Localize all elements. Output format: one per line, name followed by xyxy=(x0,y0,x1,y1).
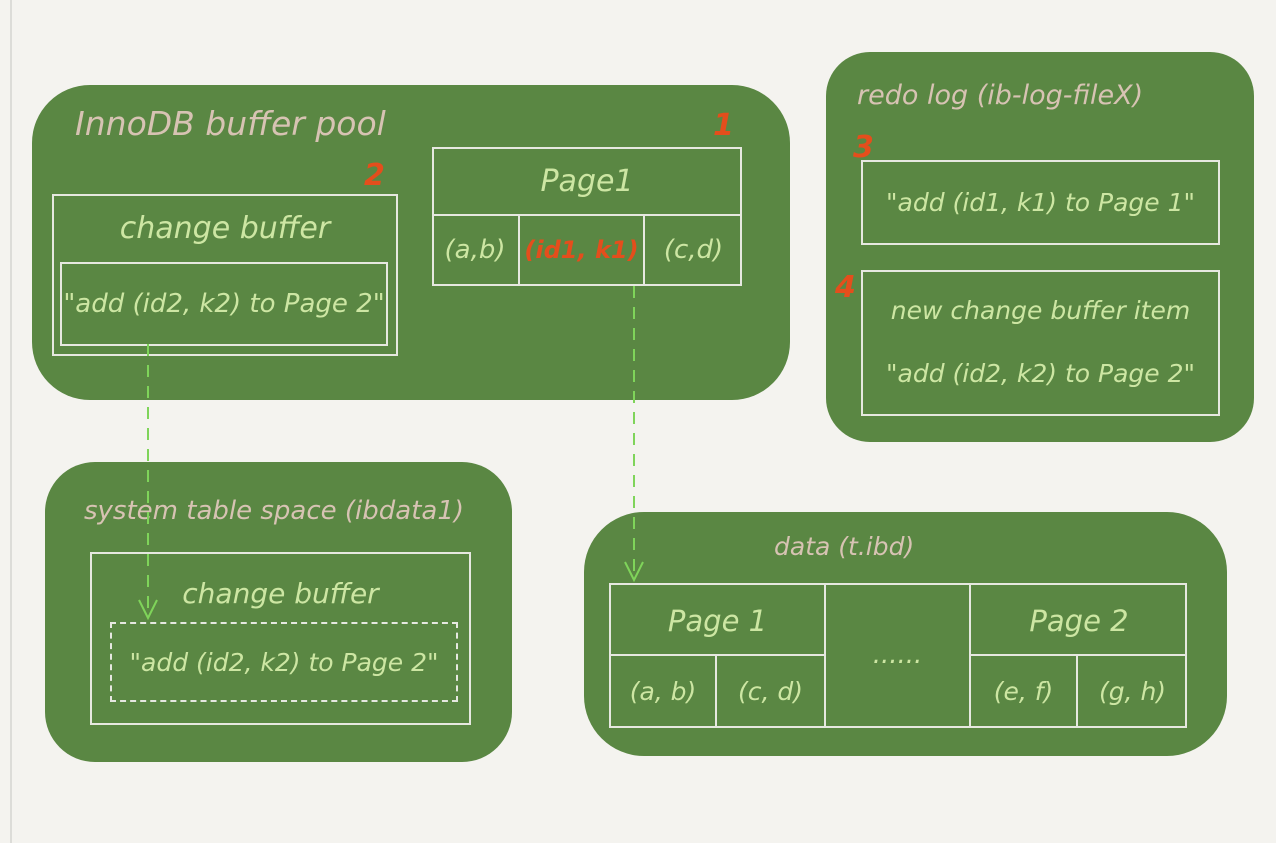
change-buffer-title: change buffer xyxy=(119,210,331,246)
data-page2-cell-ef: (e, f) xyxy=(993,676,1054,706)
data-page1-cell-divider xyxy=(715,654,717,728)
redo-entry1-text: "add (id1, k1) to Page 1" xyxy=(886,188,1195,217)
data-file-panel xyxy=(584,512,1227,756)
page1-cell-divider-2 xyxy=(643,214,645,286)
data-page2-cell-divider xyxy=(1076,654,1078,728)
page1-title: Page1 xyxy=(540,164,634,199)
system-change-buffer-item: "add (id2, k2) to Page 2" xyxy=(129,647,439,677)
data-divider-page1 xyxy=(824,583,826,728)
change-buffer-item: "add (id2, k2) to Page 2" xyxy=(63,289,385,319)
change-buffer-marker: 2 xyxy=(364,158,385,193)
redo-entry1-marker: 3 xyxy=(853,130,874,165)
change-buffer-box xyxy=(52,194,398,356)
system-change-buffer-box xyxy=(90,552,471,725)
redo-entry2-line1: new change buffer item xyxy=(890,295,1191,325)
system-tablespace-panel xyxy=(45,462,512,762)
redo-entry1-box xyxy=(861,160,1220,245)
redo-entry2-line2: "add (id2, k2) to Page 2" xyxy=(886,358,1195,388)
system-change-buffer-item-box xyxy=(110,622,458,702)
data-page1-cell-ab: (a, b) xyxy=(629,676,697,706)
system-change-buffer-title: change buffer xyxy=(182,576,379,610)
change-buffer-arrow-head xyxy=(138,599,158,621)
page1-cell-cd: (c,d) xyxy=(663,235,724,265)
data-file-title: data (t.ibd) xyxy=(774,532,915,561)
page1-cell-divider-1 xyxy=(518,214,520,286)
change-buffer-item-box xyxy=(60,262,388,346)
page1-divider xyxy=(432,214,742,216)
page1-cell-ab: (a,b) xyxy=(444,235,506,265)
redo-entry2-marker: 4 xyxy=(835,270,856,305)
data-page1-title: Page 1 xyxy=(667,604,768,638)
redo-log-title: redo log (ib-log-fileX) xyxy=(857,80,1144,111)
buffer-pool-title: InnoDB buffer pool xyxy=(75,104,386,143)
left-edge-line xyxy=(10,0,12,843)
page1-marker: 1 xyxy=(713,108,734,143)
page1-box xyxy=(432,147,742,286)
data-page2-cell-gh: (g, h) xyxy=(1098,676,1167,706)
data-page2-divider xyxy=(969,654,1187,656)
redo-log-panel xyxy=(826,52,1254,442)
buffer-pool-panel xyxy=(32,85,790,400)
redo-entry2-box xyxy=(861,270,1220,416)
page1-arrow-head xyxy=(624,561,644,583)
data-page1-cell-cd: (c, d) xyxy=(737,676,803,706)
page1-cell-id1k1: (id1, k1) xyxy=(524,236,639,264)
data-ellipsis: ...... xyxy=(872,640,923,670)
data-page2-title: Page 2 xyxy=(1029,604,1129,638)
